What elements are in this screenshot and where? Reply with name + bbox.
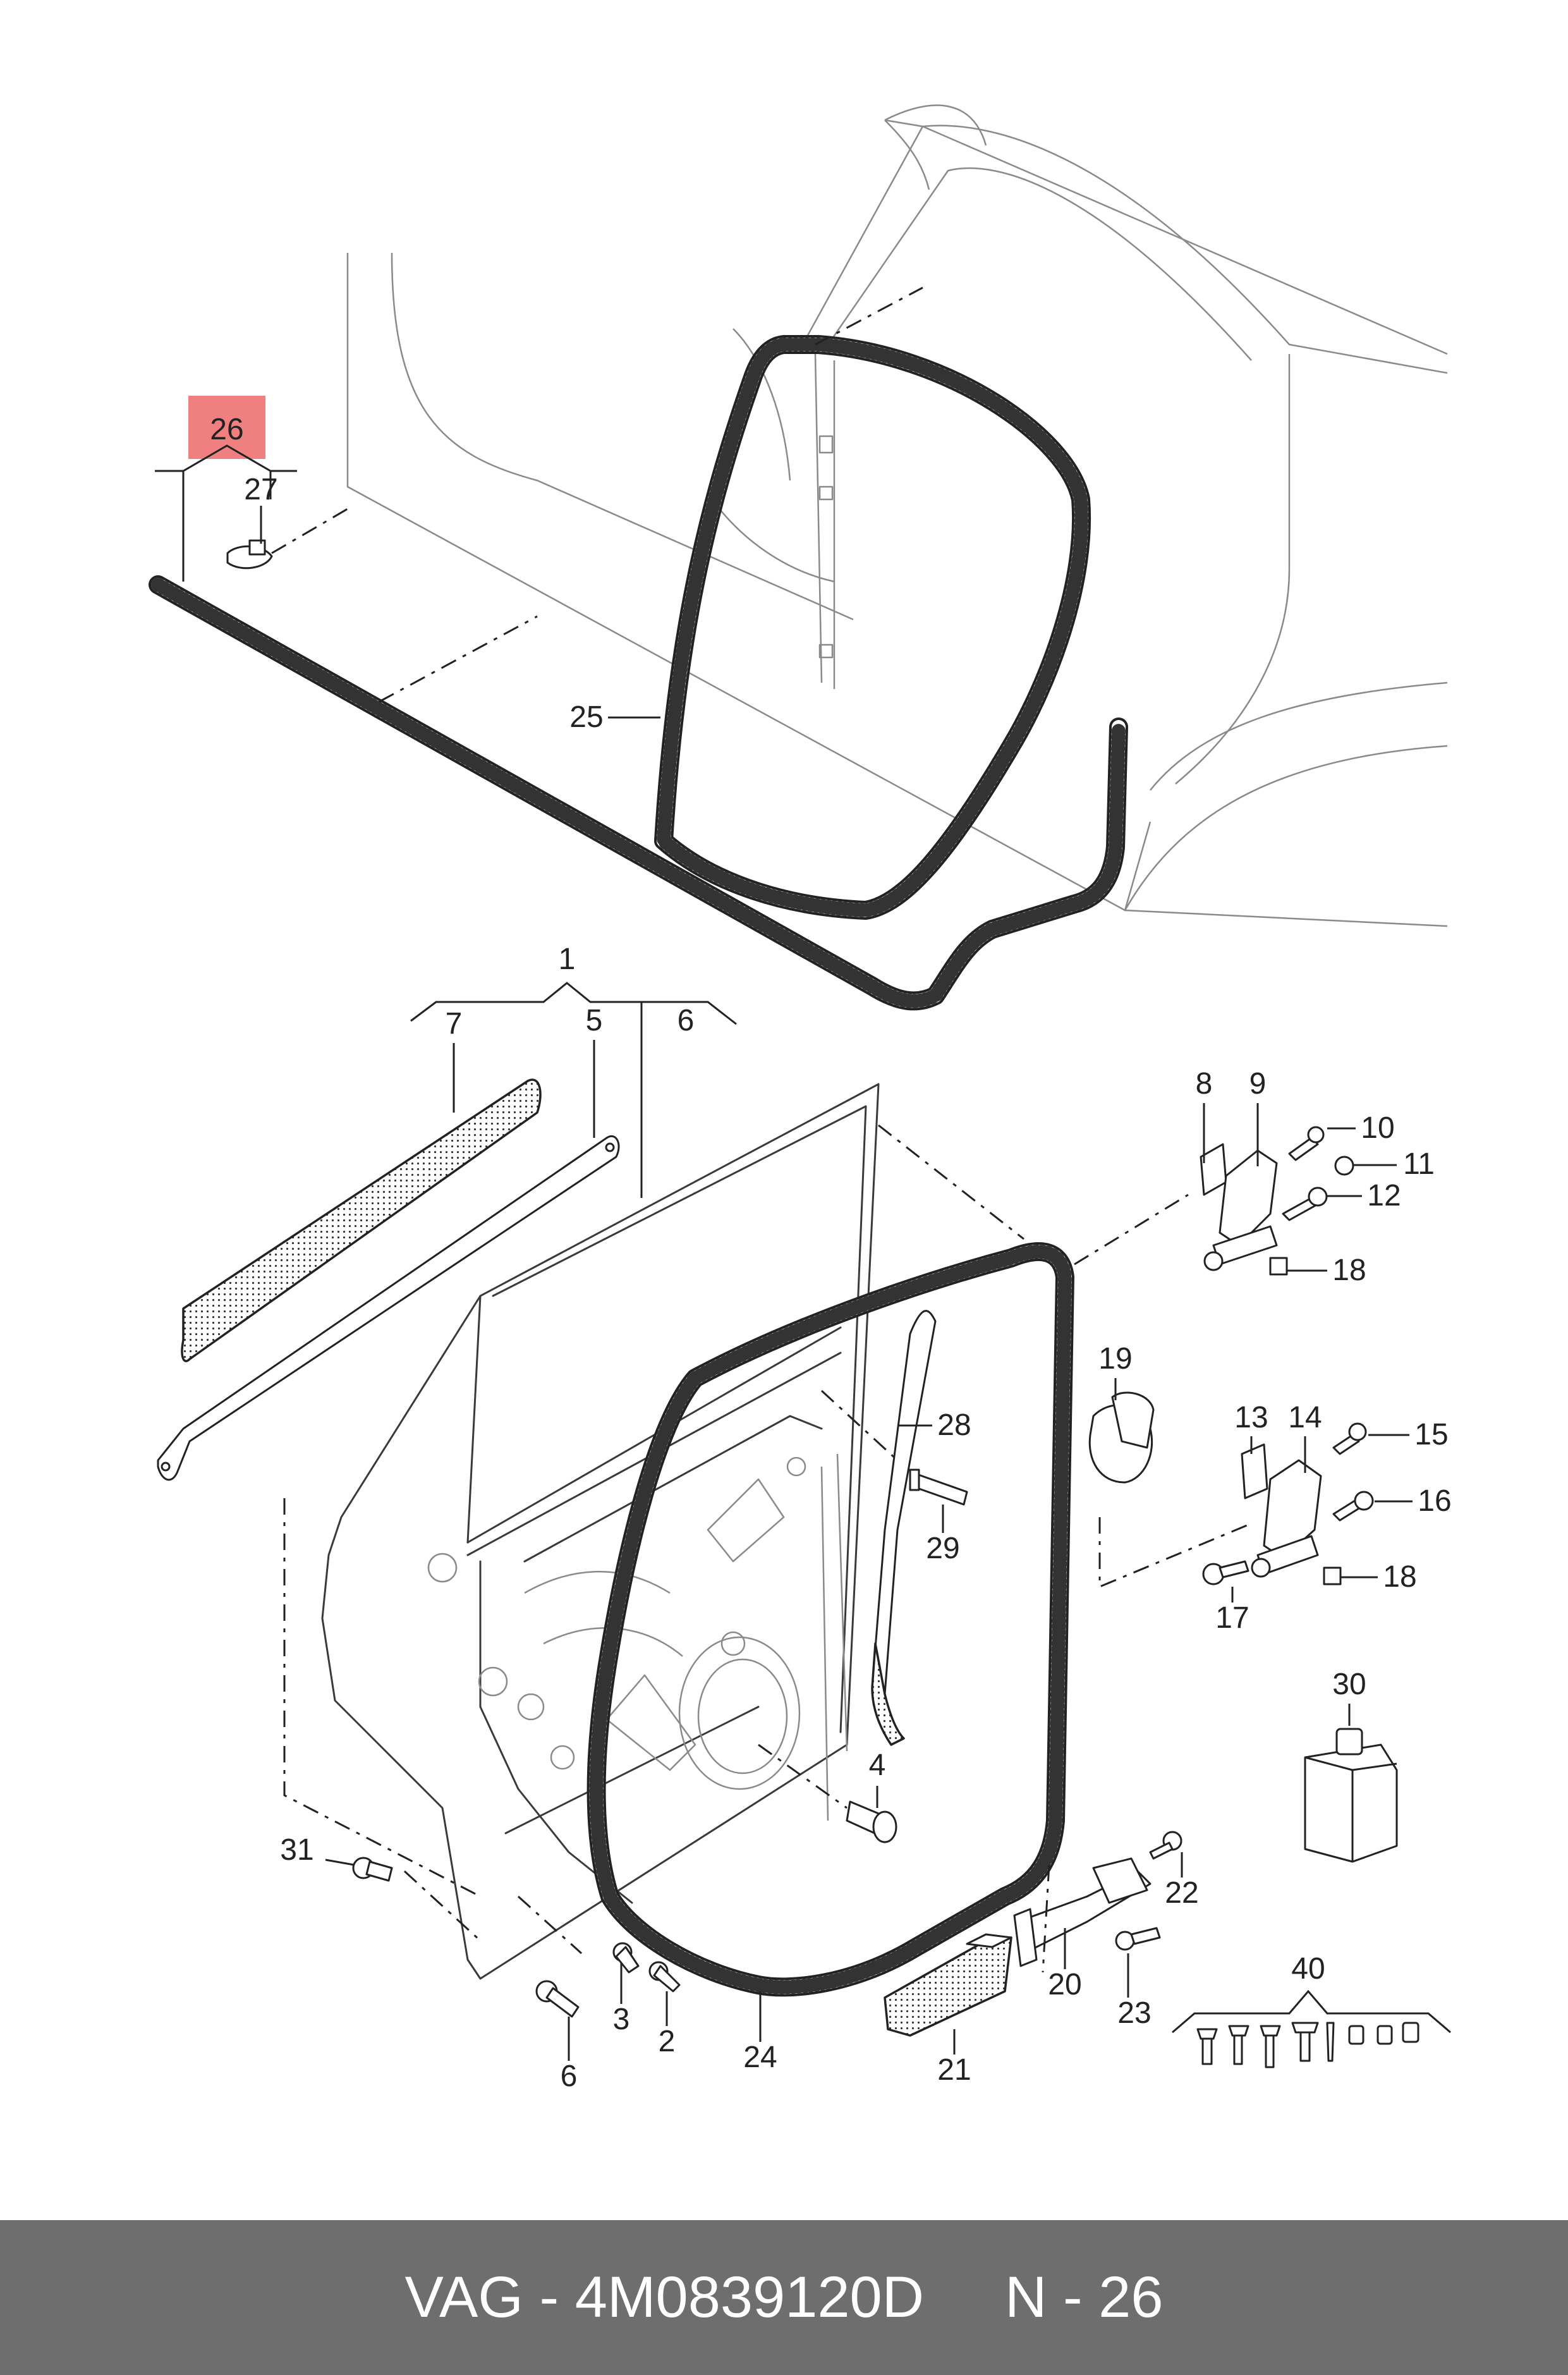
callout-31: 31	[280, 1833, 313, 1867]
bolt-17	[1202, 1560, 1249, 1585]
callout-6-top: 6	[678, 1004, 695, 1037]
bottle-30	[1304, 1728, 1398, 1863]
footer-page-number: 26	[1098, 2265, 1164, 2329]
callout-11: 11	[1403, 1147, 1435, 1181]
footer-brand: VAG	[404, 2265, 523, 2329]
callout-30: 30	[1332, 1668, 1366, 1701]
callout-2: 2	[659, 2025, 676, 2058]
footer-page-separator: -	[1062, 2265, 1083, 2329]
lower-hinge-13-14	[1241, 1443, 1342, 1585]
footer-separator: -	[539, 2265, 559, 2329]
weatherstrip-5	[157, 1135, 620, 1481]
callout-18-lower: 18	[1383, 1560, 1416, 1594]
part-number-footer: VAG - 4M0839120D N - 26	[0, 2220, 1568, 2375]
callout-21: 21	[937, 2053, 971, 2087]
callout-17: 17	[1215, 1601, 1249, 1635]
callout-4: 4	[869, 1749, 886, 1782]
bolt-16	[1332, 1491, 1374, 1522]
door-check-strap-20	[1013, 1857, 1152, 1967]
callout-8: 8	[1196, 1067, 1213, 1101]
callout-10: 10	[1361, 1111, 1394, 1145]
bolt-2	[648, 1961, 681, 1993]
callout-6-bottom: 6	[561, 2060, 578, 2093]
parts-diagram: 26 27 25 1 7 5 6 8 9 10 11 12 18 19 28 2…	[149, 104, 1452, 2093]
upper-hinge-8-9	[1200, 1143, 1288, 1276]
callout-3: 3	[613, 2003, 630, 2036]
callout-20: 20	[1048, 1968, 1081, 2001]
bolt-10	[1288, 1126, 1325, 1161]
callout-18-upper: 18	[1332, 1254, 1366, 1287]
footer-part-number: 4M0839120D	[574, 2265, 925, 2329]
cover-19	[1088, 1391, 1155, 1484]
callout-24: 24	[743, 2041, 777, 2074]
callout-14: 14	[1288, 1401, 1322, 1434]
callout-28: 28	[937, 1408, 971, 1442]
callout-9: 9	[1249, 1067, 1267, 1101]
bolt-31	[352, 1857, 393, 1882]
callout-40: 40	[1291, 1952, 1325, 1986]
callout-5: 5	[586, 1004, 603, 1037]
bolt-15	[1332, 1422, 1367, 1455]
bolt-12	[1282, 1187, 1328, 1221]
callout-13: 13	[1234, 1401, 1268, 1434]
cover-21	[884, 1933, 1012, 2037]
bolt-3	[612, 1942, 640, 1974]
nut-11	[1334, 1156, 1354, 1176]
trim-strip-7	[181, 1078, 542, 1362]
bolt-22	[1149, 1831, 1182, 1860]
body-side-panel	[346, 104, 1448, 927]
callout-29: 29	[926, 1532, 959, 1565]
bolt-23	[1115, 1927, 1161, 1951]
clip-27	[226, 539, 273, 570]
highlight-box-26	[188, 396, 265, 459]
callout-27: 27	[244, 473, 277, 506]
callout-26: 26	[210, 413, 243, 446]
callout-1: 1	[559, 943, 576, 976]
guide-channel-28	[871, 1310, 937, 1746]
callout-15: 15	[1414, 1418, 1448, 1451]
callout-25: 25	[569, 700, 603, 734]
callout-22: 22	[1165, 1876, 1198, 1910]
callout-16: 16	[1418, 1484, 1451, 1518]
stud-29	[909, 1468, 968, 1506]
callout-12: 12	[1367, 1179, 1401, 1212]
door-seal-24	[586, 1242, 1074, 1997]
callouts: 26 27 25 1 7 5 6 8 9 10 11 12 18 19 28 2…	[155, 396, 1452, 2093]
door-opening-seal-25	[654, 335, 1091, 920]
sill-seal-26	[149, 575, 1128, 1011]
sleeve-4	[846, 1800, 897, 1843]
callout-23: 23	[1117, 1996, 1151, 2030]
callout-19: 19	[1098, 1342, 1132, 1376]
callout-7: 7	[446, 1007, 463, 1041]
footer-page-prefix: N	[1004, 2265, 1047, 2329]
bolt-6	[535, 1980, 580, 2018]
fastener-set-40	[1196, 2022, 1419, 2068]
